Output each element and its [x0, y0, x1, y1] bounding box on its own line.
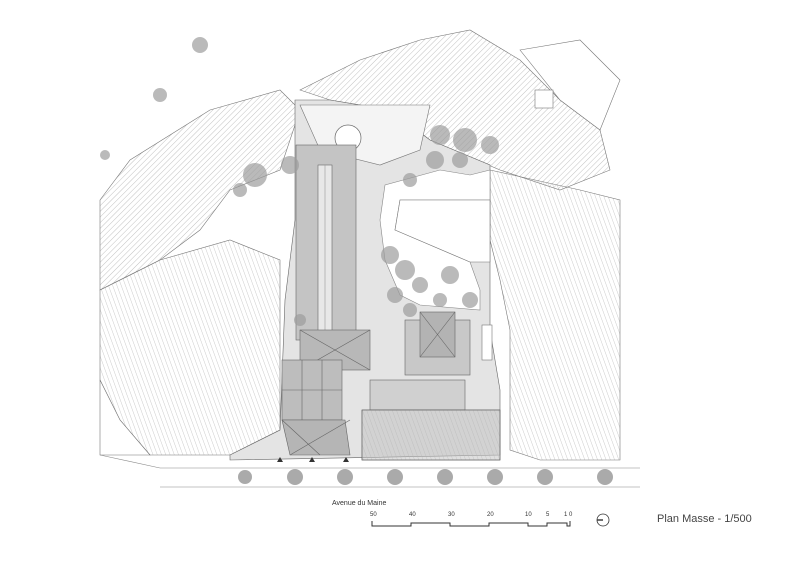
street-trees [238, 469, 613, 485]
left-buildings [281, 359, 351, 456]
street-name-label: Avenue du Maine [332, 500, 387, 507]
context-buildings [99, 29, 621, 461]
scale-tick-label: 5 [546, 512, 550, 518]
drawing-title: Plan Masse - 1/500 [657, 513, 752, 525]
scale-tick-label: 0 [569, 512, 573, 518]
scale-tick-label: 10 [525, 512, 532, 518]
north-arrow-icon [596, 513, 610, 527]
square-pavilion [404, 311, 471, 376]
entrance-markers [277, 457, 349, 462]
main-hall [295, 144, 371, 371]
scale-tick-label: 50 [370, 512, 377, 518]
street [99, 454, 640, 488]
south-building [361, 379, 501, 461]
trees [100, 37, 499, 326]
scale-tick-label: 20 [487, 512, 494, 518]
scale-bar [371, 521, 571, 527]
scale-tick-label: 1 [564, 512, 568, 518]
scale-tick-label: 40 [409, 512, 416, 518]
lawn [394, 199, 491, 263]
scale-tick-label: 30 [448, 512, 455, 518]
